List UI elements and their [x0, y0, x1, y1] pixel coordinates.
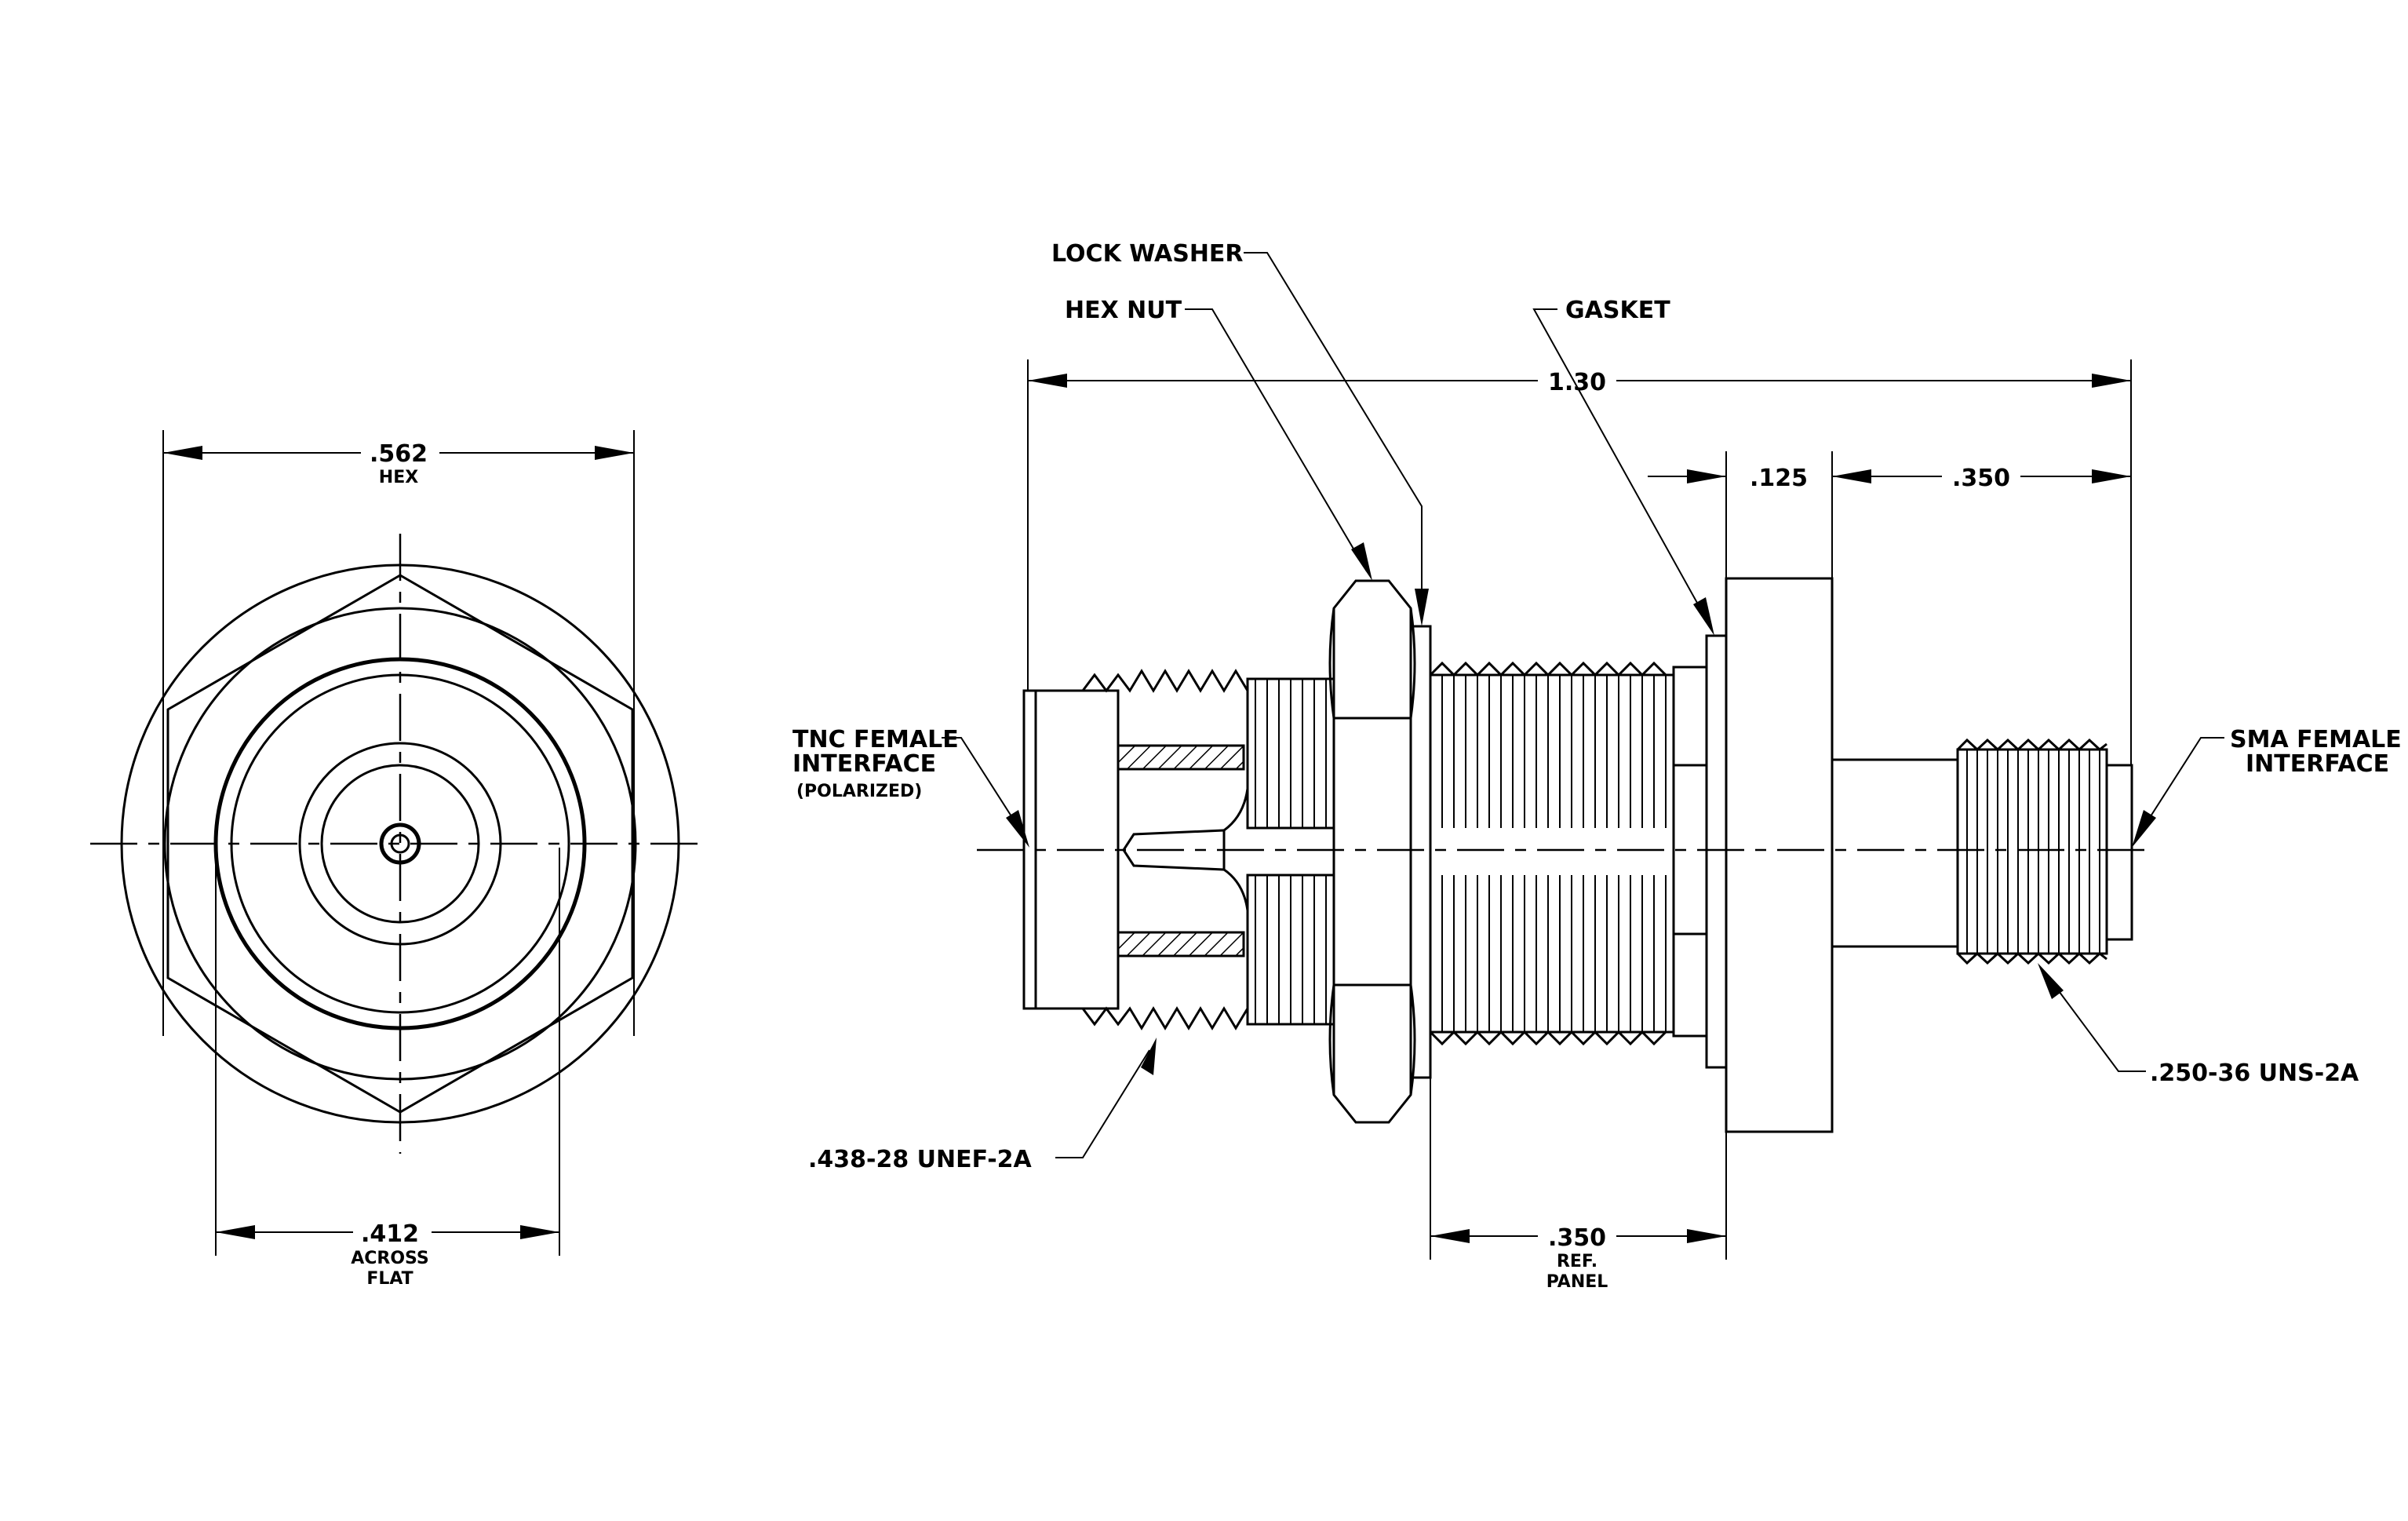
step-collar — [1672, 666, 1708, 1038]
hex-nut — [1332, 579, 1412, 1124]
thread-lines-right-top — [1441, 675, 1667, 828]
thread-right-leader — [2045, 972, 2146, 1072]
flat-dim-note-1: ACROSS — [351, 1249, 429, 1268]
sma-thread-crests-bottom — [1956, 951, 2107, 965]
thread-lines-left-bottom — [1255, 875, 1327, 1024]
panel-dim-note-1: REF. — [1557, 1252, 1597, 1271]
thread-right-arrow — [2038, 963, 2064, 999]
gasket-callout: GASKET — [1565, 297, 1670, 324]
front-outer-circle — [120, 564, 680, 1124]
tnc-hatch-top — [1117, 744, 1245, 771]
tnc-threads-top — [1081, 669, 1249, 693]
tnc-threads-bottom — [1081, 1006, 1249, 1030]
thread-left-arrow — [1141, 1038, 1157, 1075]
flange-arrow-right — [1832, 469, 1871, 483]
hex-nut-chamfers — [1328, 607, 1416, 1096]
thread-crests-right-bottom — [1429, 1030, 1667, 1046]
thread-right-callout: .250-36 UNS-2A — [2150, 1060, 2359, 1087]
overall-arrow-left — [1028, 374, 1067, 388]
thread-body-right — [1429, 673, 1675, 1034]
sma-thread-body — [1956, 748, 2108, 955]
tnc-callout-line-1: TNC FEMALE — [792, 726, 959, 753]
overall-length-label: 1.30 — [1548, 369, 1606, 396]
hex-chamfer-circle — [163, 607, 637, 1081]
dielectric-outer-circle — [298, 742, 502, 946]
inner-bore-circle — [230, 673, 570, 1014]
sma-thread-lines — [1966, 750, 2100, 954]
flange-width-label: .125 — [1750, 465, 1808, 492]
gasket-leader — [1532, 308, 1710, 625]
hex-dim-label: .562 — [370, 440, 428, 468]
panel-arrow-left — [1430, 1229, 1470, 1243]
panel-dim-note-2: PANEL — [1546, 1272, 1608, 1292]
thread-circle — [213, 657, 587, 1030]
sma-leader — [2137, 737, 2224, 837]
lock-washer-arrow — [1415, 589, 1429, 626]
gasket — [1705, 634, 1728, 1069]
flat-arrow-left — [216, 1225, 255, 1239]
flange — [1725, 577, 1834, 1133]
tnc-hatch-bottom — [1117, 931, 1245, 957]
front-view: .562 HEX .412 ACROSS FLAT — [90, 430, 706, 1289]
flange-arrow-left — [1687, 469, 1726, 483]
thread-lines-left-top — [1255, 679, 1327, 828]
sma-callout-line-2: INTERFACE — [2246, 750, 2389, 778]
sma-body — [1831, 758, 1959, 948]
tnc-center-contact — [1122, 829, 1226, 871]
side-view: 1.30 .125 .350 .350 REF. PANEL LOCK WASH… — [792, 240, 2402, 1292]
panel-dim-label: .350 — [1548, 1224, 1606, 1252]
sma-thread-crests-top — [1956, 738, 2107, 752]
tnc-arrow — [1006, 810, 1029, 848]
lock-washer-callout: LOCK WASHER — [1051, 240, 1244, 268]
hex-nut-arrow — [1351, 542, 1372, 581]
sma-callout-line-1: SMA FEMALE — [2230, 726, 2402, 753]
sma-end-face — [2105, 764, 2133, 941]
tnc-callout-line-3: (POLARIZED) — [796, 782, 922, 801]
tnc-callout-line-2: INTERFACE — [792, 750, 936, 778]
panel-arrow-right — [1687, 1229, 1726, 1243]
gasket-arrow — [1693, 597, 1714, 636]
overall-arrow-right — [2092, 374, 2131, 388]
center-pin-inner — [390, 833, 410, 854]
flat-dim-label: .412 — [361, 1220, 419, 1248]
flat-dim-note-2: FLAT — [366, 1269, 413, 1289]
thread-crests-right-top — [1429, 661, 1667, 677]
thread-lines-right-bottom — [1441, 875, 1667, 1032]
hex-arrow-left — [163, 446, 202, 460]
center-pin-outer — [379, 823, 421, 865]
sma-arrow-right — [2092, 469, 2131, 483]
hex-nut-callout: HEX NUT — [1065, 297, 1182, 324]
sma-arrow — [2132, 810, 2156, 848]
thread-left-leader — [1055, 1049, 1150, 1158]
dielectric-inner-circle — [320, 764, 480, 924]
hex-dim-note: HEX — [379, 468, 418, 487]
hex-arrow-right — [595, 446, 634, 460]
flat-arrow-right — [520, 1225, 559, 1239]
hex-nut-leader — [1185, 308, 1368, 572]
sma-length-label: .350 — [1952, 465, 2010, 492]
lock-washer-leader — [1244, 252, 1423, 612]
hex-outline — [166, 574, 634, 1114]
thread-left-callout: .438-28 UNEF-2A — [808, 1146, 1033, 1173]
tnc-leader — [942, 737, 1025, 837]
